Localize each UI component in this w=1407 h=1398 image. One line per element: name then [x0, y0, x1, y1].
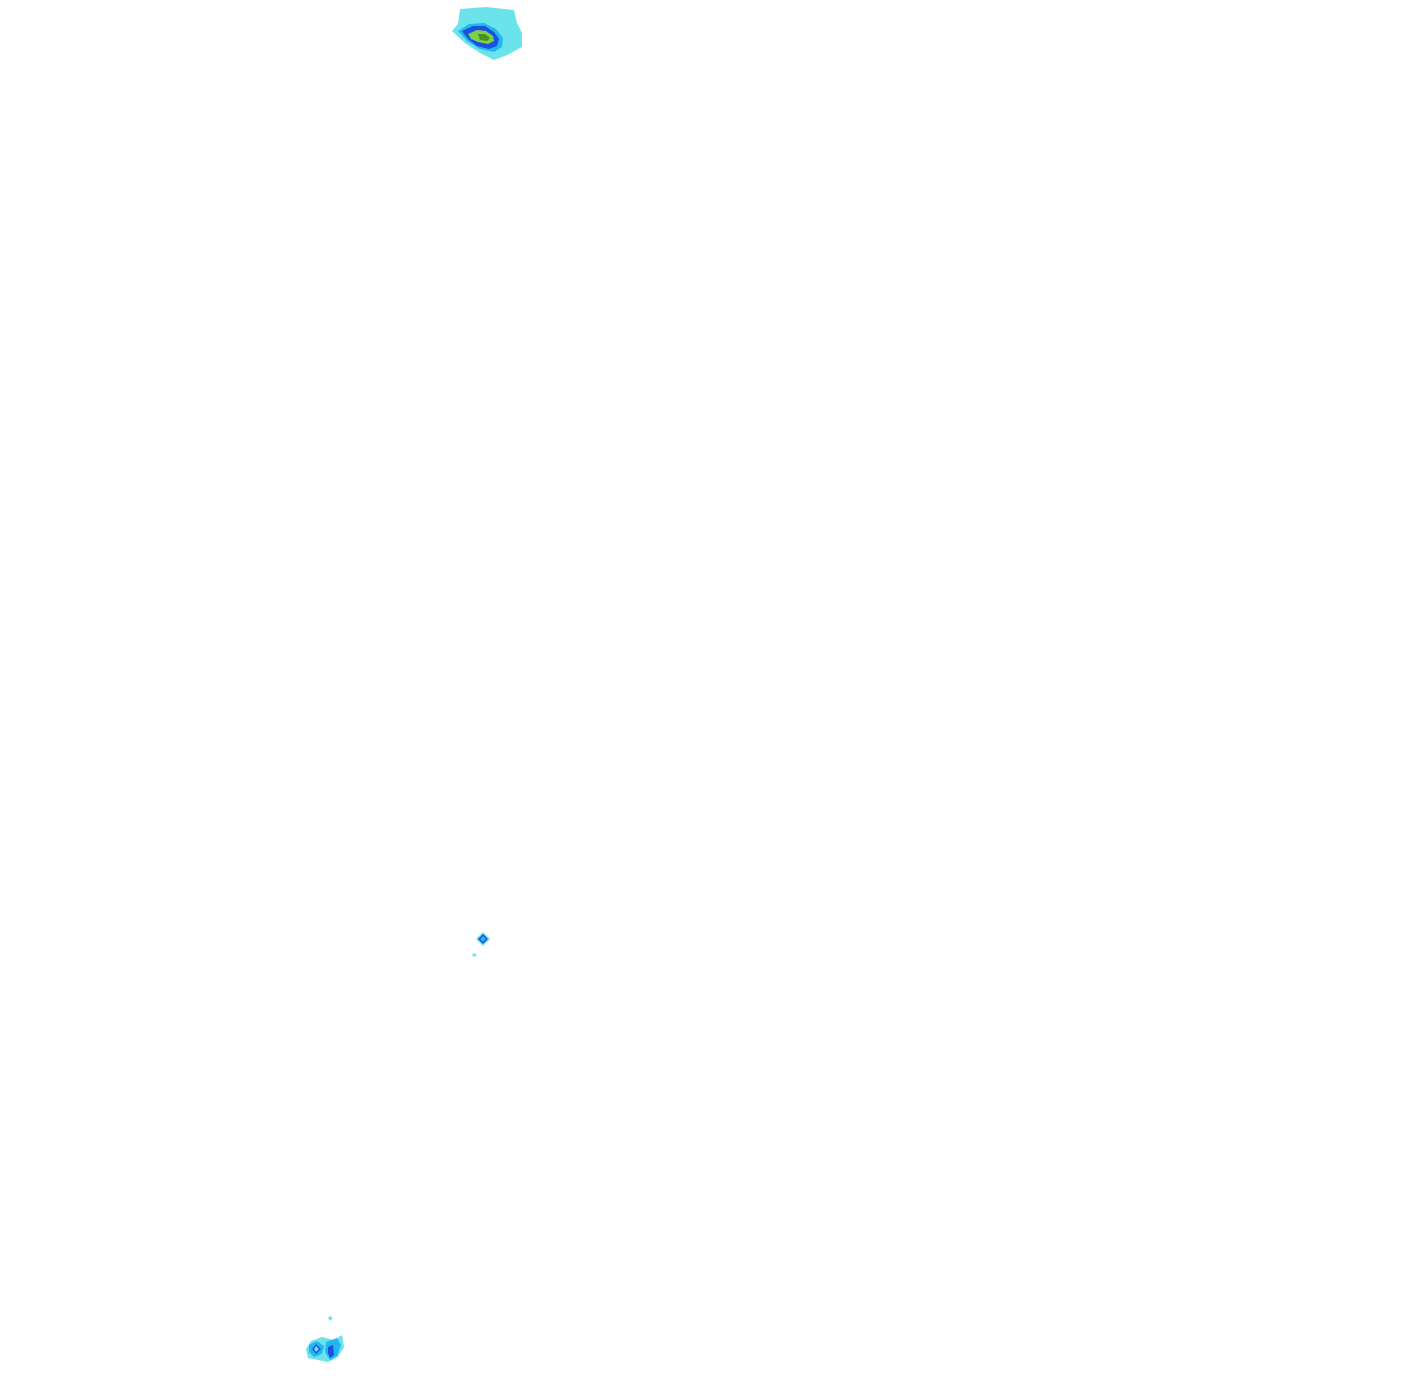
north-contour-cluster	[452, 7, 522, 60]
north-contour-level-5	[478, 34, 490, 41]
central-contour-cluster	[472, 932, 490, 957]
south-contour-level-3-west-core	[314, 1346, 319, 1352]
south-contour-level-3-east	[328, 1345, 334, 1358]
south-contour-cluster	[306, 1316, 344, 1362]
central-contour-speck	[472, 953, 477, 957]
south-contour-speck	[328, 1316, 333, 1321]
central-contour-level-3	[480, 936, 486, 942]
